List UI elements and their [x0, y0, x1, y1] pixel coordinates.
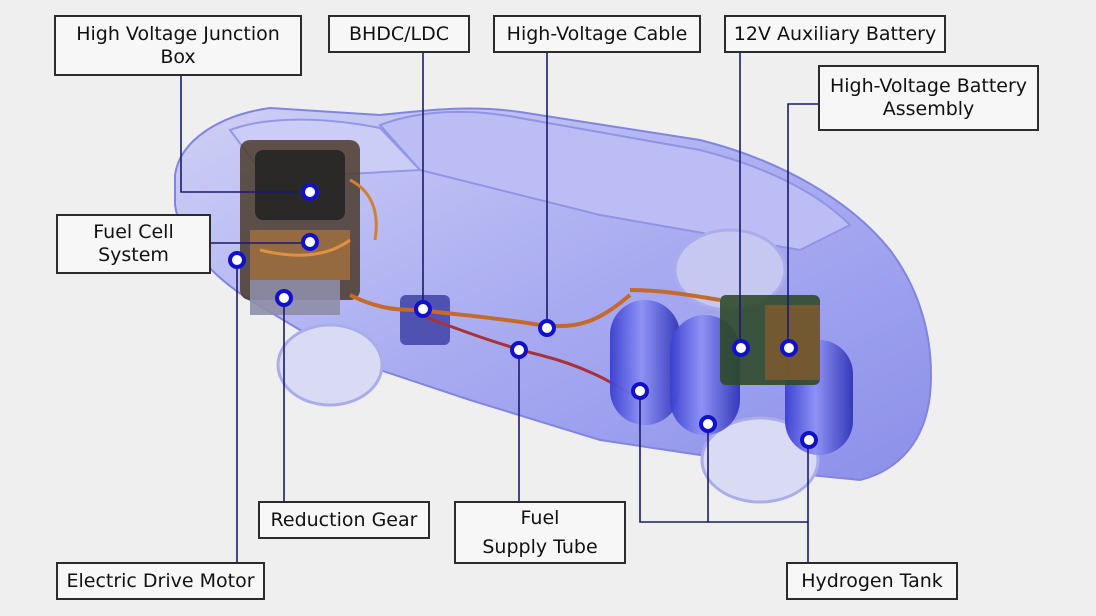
label-reduction-gear: Reduction Gear: [258, 501, 430, 539]
label-hydrogen-tank: Hydrogen Tank: [786, 562, 958, 600]
car-body: [174, 106, 932, 504]
marker-hydrogen-tank-2[interactable]: [699, 415, 717, 433]
car-roof: [378, 110, 852, 252]
label-aux-battery: 12V Auxiliary Battery: [724, 15, 946, 53]
marker-fuel-tube[interactable]: [510, 341, 528, 359]
label-hv-junction-box: High Voltage Junction Box: [54, 15, 302, 76]
label-drive-motor: Electric Drive Motor: [56, 562, 265, 600]
marker-aux-battery[interactable]: [732, 339, 750, 357]
label-fuel-supply-tube: Fuel Supply Tube: [454, 501, 626, 564]
label-hv-battery: High-Voltage Battery Assembly: [818, 65, 1039, 131]
rear-wheel-left: [700, 416, 820, 504]
marker-hydrogen-tank-1[interactable]: [631, 382, 649, 400]
marker-hv-junction[interactable]: [301, 183, 319, 201]
leader-hv-junction: [180, 75, 310, 193]
leader-hydrogen-tank: [639, 392, 809, 563]
label-bhdc-ldc: BHDC/LDC: [328, 15, 470, 53]
marker-hydrogen-tank-3[interactable]: [800, 431, 818, 449]
hv-battery-block: [720, 295, 820, 385]
label-fuel-cell: Fuel Cell System: [56, 214, 211, 274]
fuel-cell-stack: [240, 140, 378, 315]
marker-hv-cable[interactable]: [538, 319, 556, 337]
marker-drive-motor[interactable]: [228, 251, 246, 269]
marker-bhdc[interactable]: [414, 300, 432, 318]
leader-lines: [180, 52, 818, 563]
leader-hv-battery: [787, 103, 818, 348]
bhdc-ldc-unit: [400, 295, 450, 345]
front-wheel: [276, 323, 384, 407]
markers: [228, 183, 818, 449]
marker-reduction-gear[interactable]: [275, 289, 293, 307]
marker-hv-battery[interactable]: [780, 339, 798, 357]
marker-fuel-cell[interactable]: [301, 233, 319, 251]
label-hv-cable: High-Voltage Cable: [493, 15, 701, 53]
